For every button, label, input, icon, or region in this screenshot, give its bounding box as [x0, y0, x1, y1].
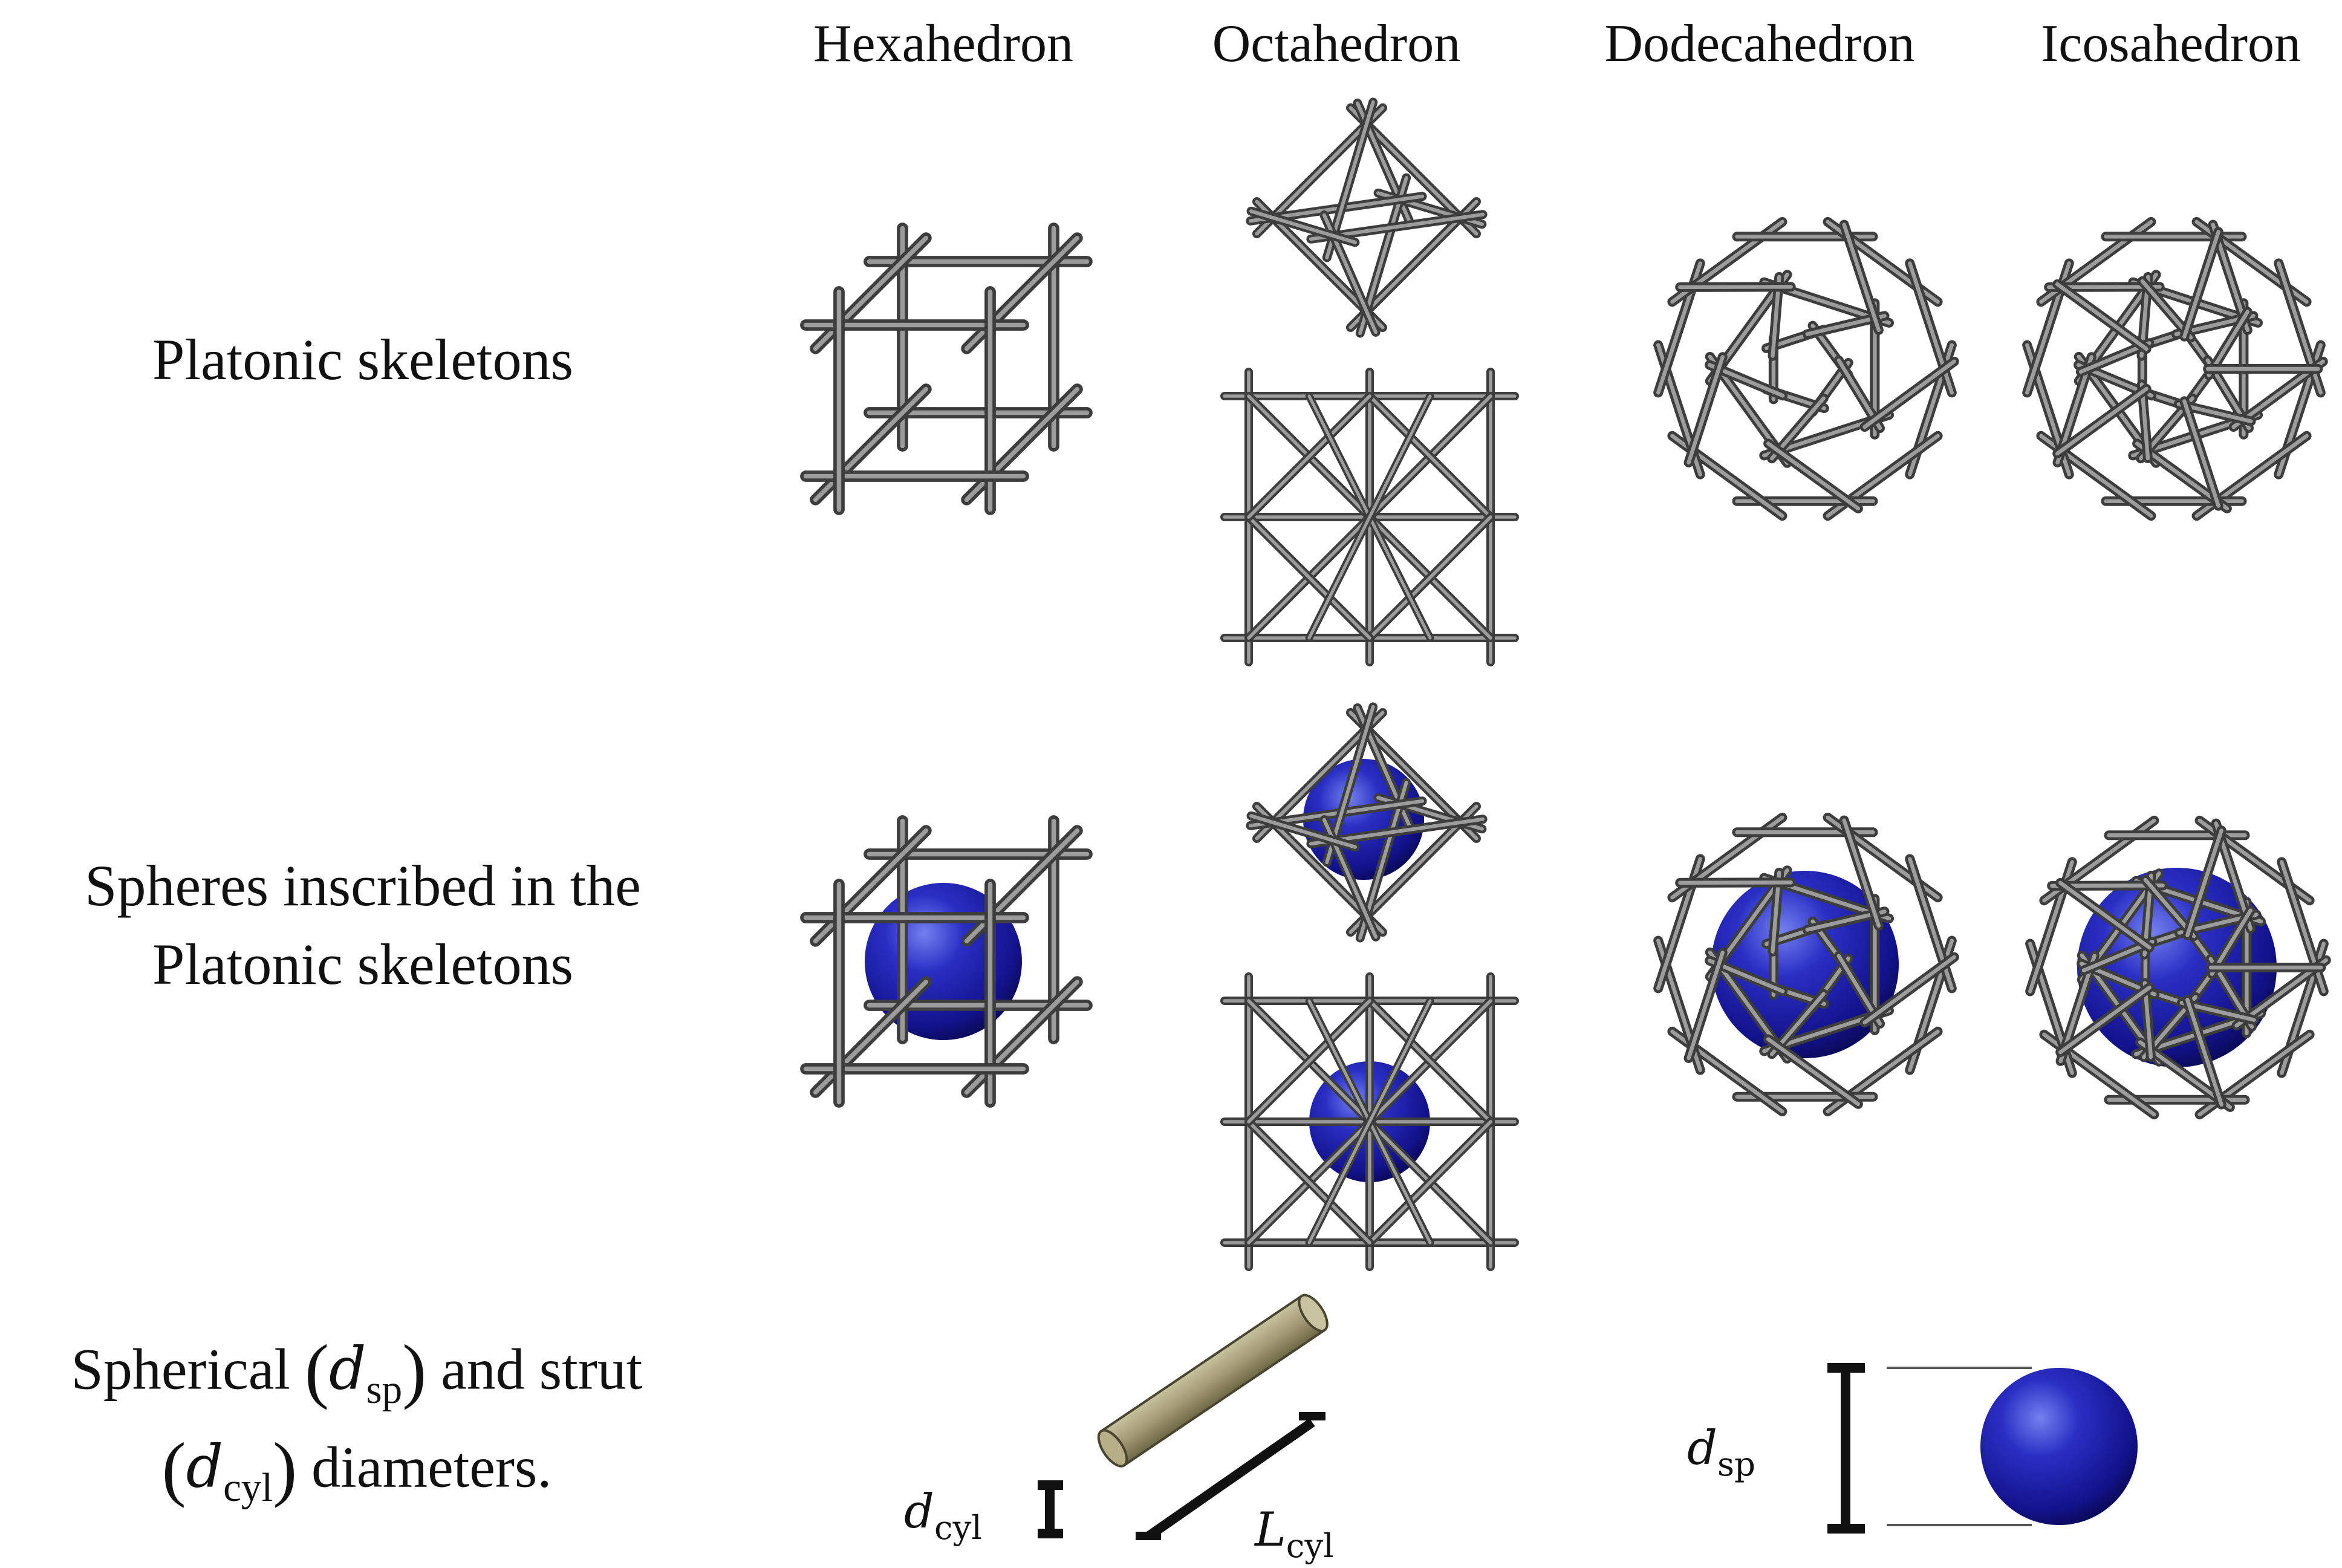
- strut-highlight: [1249, 209, 1357, 244]
- strut-highlight: [1766, 1037, 1861, 1107]
- strut-highlight: [2182, 399, 2220, 508]
- icosahedron-skeleton: [2022, 216, 2328, 521]
- strut-highlight: [1842, 223, 1881, 333]
- strut-highlight: [1766, 441, 1861, 511]
- strut-highlight: [964, 386, 1080, 503]
- strut-highlight: [1678, 880, 1793, 885]
- dsp-label: dsp: [1687, 1421, 1755, 1484]
- octahedron-skeleton-with-sphere: [1246, 702, 1488, 943]
- strut-highlight: [2182, 230, 2220, 339]
- strut-highlight: [1247, 515, 1371, 640]
- strut-highlight: [2055, 386, 2148, 456]
- hexahedron-skeleton-with-sphere: [800, 815, 1093, 1108]
- dcyl-subscript: cyl: [223, 1464, 273, 1510]
- strut-highlight: [1247, 394, 1371, 519]
- dcyl-symbol: d: [186, 1433, 224, 1501]
- dsp-subscript: sp: [366, 1366, 403, 1412]
- strut-highlight: [813, 235, 929, 351]
- strut-highlight: [1247, 1120, 1371, 1244]
- hexahedron-skeleton: [800, 223, 1093, 515]
- diameters-line1-prefix: Spherical: [71, 1336, 291, 1402]
- strut-highlight: [2058, 880, 2152, 950]
- spheres-layer: [865, 759, 2277, 1182]
- strut-highlight: [1687, 951, 1725, 1061]
- row-label-inscribed-spheres: Spheres inscribed in the Platonic skelet…: [12, 847, 714, 1003]
- strut-highlight: [964, 828, 1080, 944]
- dcyl-dimension-bracket: [1038, 1480, 1063, 1538]
- strut-cylinder-end-near: [1097, 1429, 1128, 1468]
- lcyl-label: Lcyl: [1255, 1503, 1334, 1566]
- strut-highlight: [2185, 828, 2223, 937]
- column-header-octahedron: Octahedron: [1212, 15, 1461, 73]
- column-header-dodecahedron: Dodecahedron: [1604, 15, 1915, 73]
- diameters-line2-suffix: diameters.: [311, 1434, 552, 1500]
- dodecahedron-skeleton: [1653, 216, 1959, 521]
- strut-highlight: [1247, 999, 1371, 1124]
- dsp-symbol: d: [329, 1335, 366, 1403]
- diameters-line1-suffix: and strut: [441, 1336, 643, 1402]
- strut-cylinder-illustration: [1038, 1293, 1329, 1540]
- row-label-inscribed-line1: Spheres inscribed in the: [85, 853, 641, 918]
- column-header-hexahedron: Hexahedron: [813, 15, 1074, 73]
- dsp-dimension-bracket: [1827, 1363, 1865, 1534]
- icosahedron-skeleton-with-sphere: [2025, 815, 2331, 1120]
- row-label-inscribed-line2: Platonic skeletons: [152, 931, 573, 997]
- strut-highlight: [1368, 515, 1492, 640]
- dsp-sphere: [1980, 1368, 2138, 1525]
- strut-highlight: [1862, 955, 1956, 1025]
- strut-highlight: [1307, 999, 1432, 1244]
- strut-highlight: [813, 979, 929, 1095]
- column-header-icosahedron: Icosahedron: [2040, 15, 2301, 73]
- strut-highlight: [813, 386, 929, 503]
- strut-cylinder-end-far: [1298, 1293, 1329, 1332]
- strut-highlight: [1862, 359, 1956, 429]
- lcyl-dimension-line: [1136, 1412, 1326, 1540]
- strut-highlight: [964, 235, 1080, 351]
- dcyl-label: dcyl: [904, 1485, 982, 1547]
- octahedral-lattice-skeleton-with-sphere: [1220, 972, 1519, 1271]
- strut-highlight: [1249, 814, 1357, 849]
- strut-highlight: [1368, 999, 1492, 1124]
- row-label-diameters: Spherical (dsp) and strut (dcyl) diamete…: [0, 1321, 714, 1517]
- row-label-platonic-skeletons: Platonic skeletons: [152, 327, 573, 392]
- strut-highlight: [1687, 355, 1725, 465]
- strut-highlight: [1307, 394, 1432, 640]
- strut-highlight: [1368, 1120, 1492, 1244]
- row-label-diameters-line2: (dcyl) diameters.: [161, 1428, 552, 1510]
- skeleton-layer: [800, 97, 2331, 1271]
- strut-highlight: [2058, 985, 2152, 1055]
- strut-highlight: [1842, 818, 1881, 928]
- dodecahedron-skeleton-with-sphere: [1653, 812, 1959, 1117]
- octahedron-skeleton: [1246, 97, 1488, 338]
- strut-highlight: [2185, 998, 2223, 1107]
- strut-highlight: [2055, 282, 2148, 351]
- sphere-diameter-illustration: [1827, 1363, 2138, 1534]
- strut-highlight: [1368, 394, 1492, 519]
- octahedral-lattice-skeleton: [1220, 368, 1519, 666]
- row-label-diameters-line1: Spherical (dsp) and strut: [71, 1330, 643, 1412]
